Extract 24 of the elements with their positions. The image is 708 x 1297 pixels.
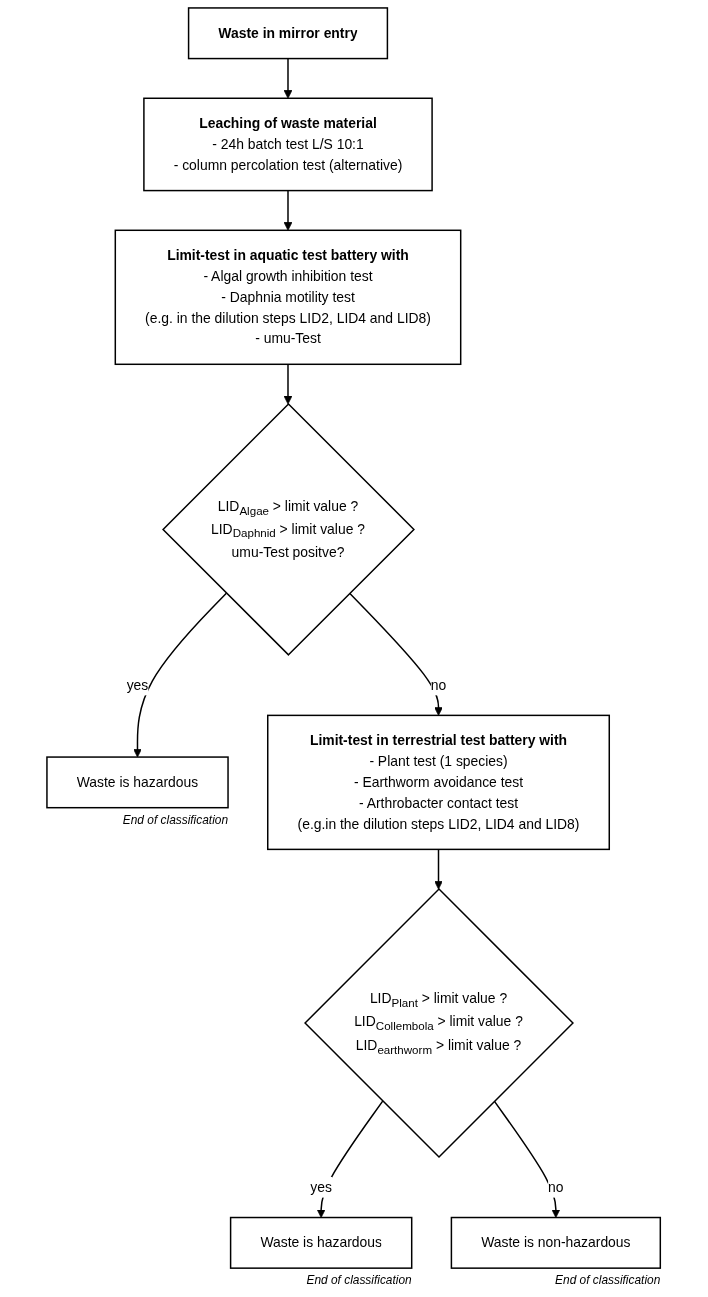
node-box: Waste is hazardous [46,756,230,809]
node-box: Waste is hazardous [230,1216,413,1269]
node-box: Leaching of waste material - 24h batch test L/S 10:1 - column percolation test (alternative) [143,97,434,192]
edge-label: yes [127,676,149,693]
end-note: End of classification [555,1273,661,1288]
arrow [284,189,293,231]
edge-label: no [431,676,447,693]
arrow [133,592,228,758]
node-box: Limit-test in aquatic test battery with - Algal growth inhibition test - Daphnia motility test (e.g. in the dilution steps LID2, LID4 and LID8) - umu-Test [114,229,462,366]
end-note: End of classification [123,812,229,827]
node-box: Limit-test in terrestrial test battery with - Plant test (1 species) - Earthworm avoidance test - Arthrobacter contact test (e.g.in the dilution steps LID2, LID4 and LID8) [267,714,611,851]
arrow [284,363,293,405]
node-box: Waste is non-hazardous [451,1216,662,1269]
edge-label: no [548,1178,564,1195]
edge-label: yes [310,1178,333,1195]
arrow [317,1100,384,1218]
arrow [493,1100,561,1218]
node-box: Waste in mirror entry [188,7,389,60]
arrow [434,848,444,890]
end-note: End of classification [306,1273,413,1288]
arrow [349,592,444,716]
arrow [284,57,293,99]
node-diamond: LID$_{Algae}$ > limit value ? LID$_{Daphnid}$ > limit value ? umu-Test positve? [162,402,416,656]
node-diamond: LID$_{Plant}$ > limit value ? LID$_{Collembola}$ > limit value ? LID$_{earthworm}$ > limit value ? [304,888,575,1159]
